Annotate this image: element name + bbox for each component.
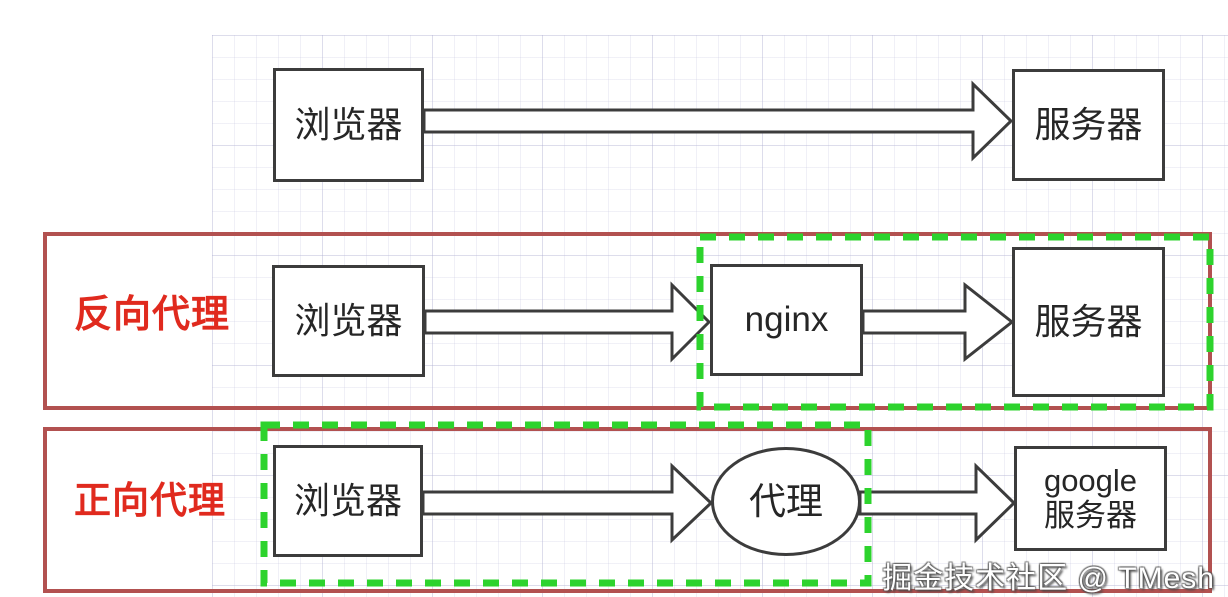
forward-proxy-section — [43, 427, 1212, 593]
reverse-proxy-nginx-label: nginx — [744, 300, 829, 340]
forward-proxy-browser-node: 浏览器 — [273, 445, 423, 557]
top-browser-to-server-arrow — [422, 80, 1014, 162]
forward-proxy-green-dashed-box — [260, 421, 872, 587]
top-server-label: 服务器 — [1034, 103, 1143, 145]
reverse-proxy-nginx-to-server-arrow — [861, 281, 1015, 363]
reverse-proxy-server-node: 服务器 — [1012, 247, 1165, 397]
top-browser-node: 浏览器 — [273, 68, 424, 182]
forward-proxy-browser-label: 浏览器 — [293, 479, 402, 521]
forward-proxy-proxy-label: 代理 — [749, 480, 823, 522]
watermark-text: 掘金技术社区 @ TMesh — [882, 562, 1215, 595]
reverse-proxy-browser-node: 浏览器 — [272, 265, 425, 377]
top-server-node: 服务器 — [1012, 69, 1165, 181]
reverse-proxy-nginx-node: nginx — [710, 264, 863, 376]
google-server-line1: google — [1043, 462, 1138, 498]
forward-proxy-google-server-node: google 服务器 — [1014, 446, 1167, 551]
forward-proxy-proxy-to-google-arrow — [858, 462, 1017, 544]
reverse-proxy-browser-to-nginx-arrow — [423, 281, 712, 363]
reverse-proxy-browser-label: 浏览器 — [294, 299, 403, 341]
reverse-proxy-server-label: 服务器 — [1034, 300, 1143, 342]
top-browser-label: 浏览器 — [294, 103, 403, 145]
forward-proxy-google-server-label: google 服务器 — [1043, 462, 1138, 533]
reverse-proxy-green-dashed-box — [696, 233, 1214, 411]
reverse-proxy-section-label: 反向代理 — [74, 294, 231, 336]
google-server-line2: 服务器 — [1044, 497, 1137, 533]
forward-proxy-browser-to-proxy-arrow — [421, 462, 714, 544]
forward-proxy-section-label: 正向代理 — [74, 480, 226, 521]
forward-proxy-proxy-ellipse: 代理 — [711, 447, 861, 556]
